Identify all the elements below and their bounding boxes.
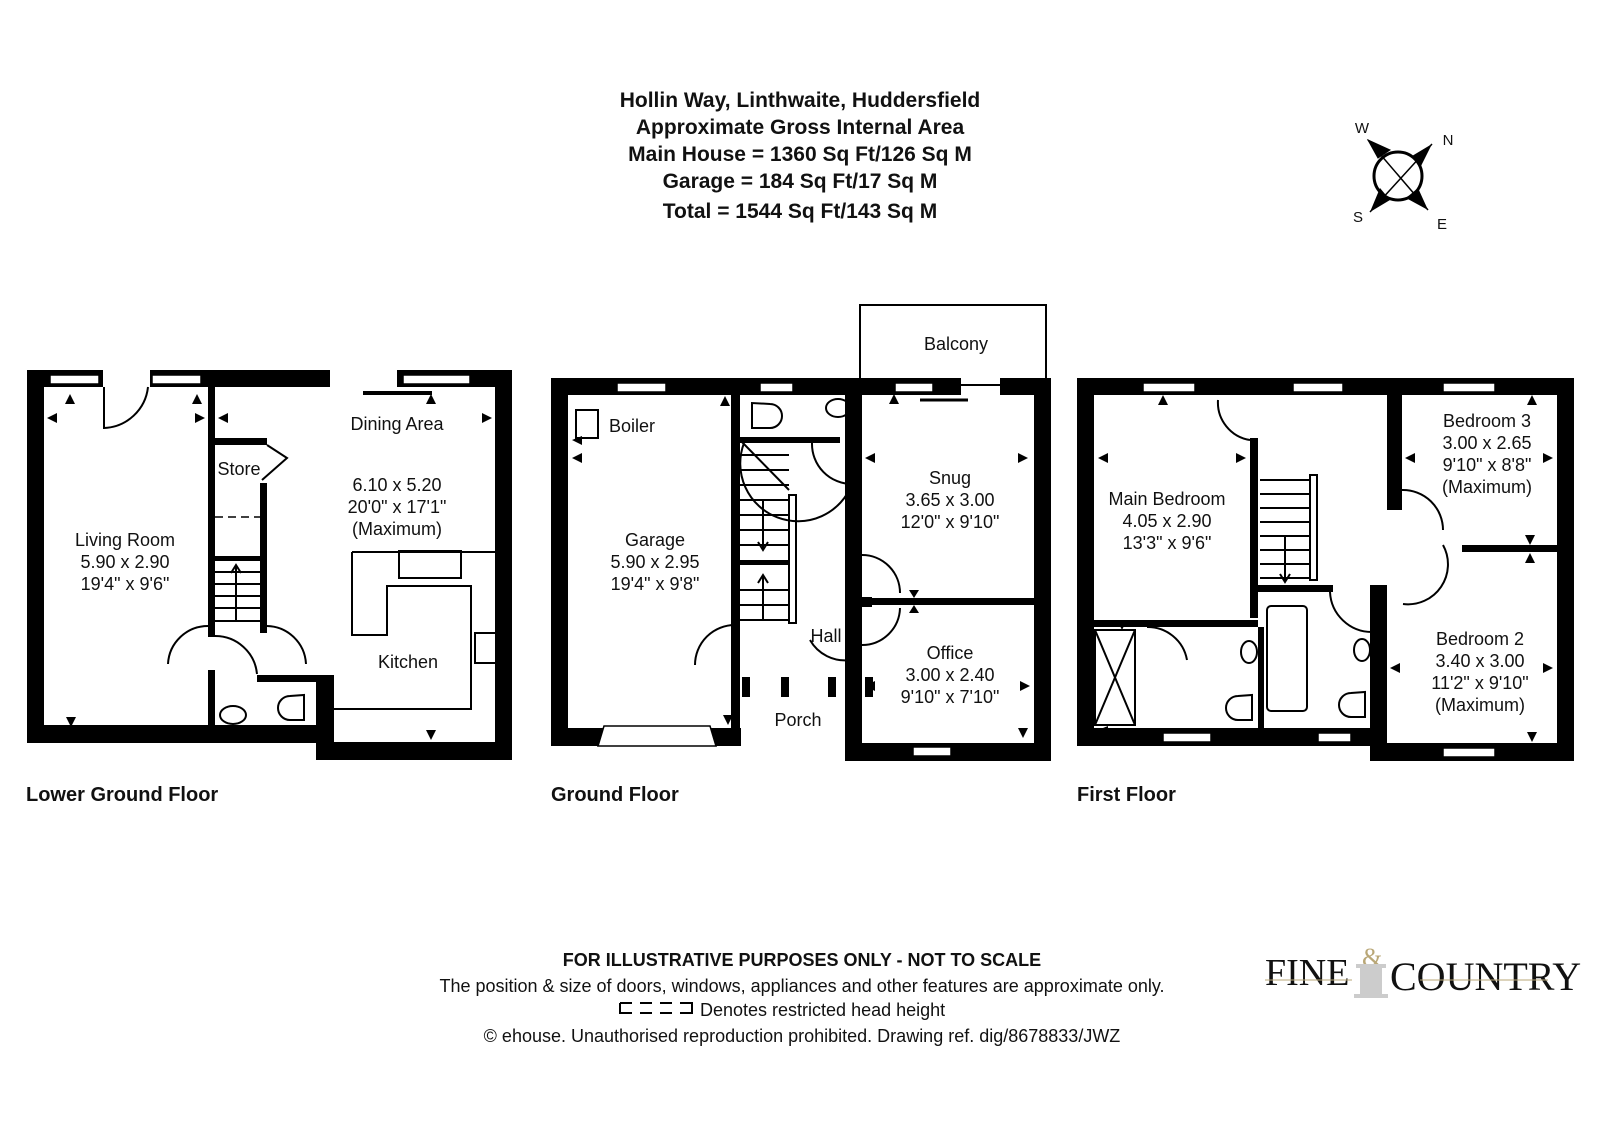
living-room-imperial: 19'4" x 9'6" <box>81 574 170 594</box>
garage-imperial: 19'4" x 9'8" <box>611 574 700 594</box>
hall-label: Hall <box>810 626 841 646</box>
bedroom-2-imperial: 11'2" x 9'10" <box>1431 673 1528 693</box>
compass-icon: W N S E <box>1353 120 1453 233</box>
main-bedroom-imperial: 13'3" x 9'6" <box>1123 533 1212 553</box>
first-floor-label: First Floor <box>1077 784 1176 806</box>
bedroom-2-metric: 3.40 x 3.00 <box>1435 651 1524 671</box>
garage-label: Garage <box>625 530 685 550</box>
compass-n: N <box>1443 132 1454 149</box>
bedroom-3-imperial: 9'10" x 8'8" <box>1443 455 1532 475</box>
bedroom-2-label: Bedroom 2 <box>1436 629 1524 649</box>
living-room-label: Living Room <box>75 530 175 550</box>
porch-label: Porch <box>774 710 821 730</box>
logo-fine: FINE <box>1265 952 1349 994</box>
bedroom-3-note: (Maximum) <box>1442 477 1532 497</box>
dining-area-metric: 6.10 x 5.20 <box>352 475 441 495</box>
bedroom-3-label: Bedroom 3 <box>1443 411 1531 431</box>
main-bedroom-metric: 4.05 x 2.90 <box>1122 511 1211 531</box>
column-icon <box>1354 964 1388 998</box>
office-label: Office <box>927 643 974 663</box>
lower-ground-floor-label: Lower Ground Floor <box>26 784 218 806</box>
dining-area-note: (Maximum) <box>352 519 442 539</box>
balcony-label: Balcony <box>924 334 988 354</box>
living-room-metric: 5.90 x 2.90 <box>80 552 169 572</box>
area-title: Approximate Gross Internal Area <box>636 116 965 139</box>
snug-label: Snug <box>929 468 971 488</box>
office-imperial: 9'10" x 7'10" <box>901 687 1000 707</box>
position-note: The position & size of doors, windows, a… <box>439 976 1164 996</box>
main-bedroom-label: Main Bedroom <box>1108 489 1225 509</box>
boiler-label: Boiler <box>609 416 655 436</box>
restricted-note: Denotes restricted head height <box>700 1000 945 1020</box>
office-metric: 3.00 x 2.40 <box>905 665 994 685</box>
arrow-markers <box>47 394 492 740</box>
ground-floor-plan: Balcony Boiler Garage 5.90 x 2.95 19'4" … <box>551 304 1051 806</box>
fine-and-country-logo: FINE & COUNTRY <box>1265 943 1581 999</box>
bedroom-3-metric: 3.00 x 2.65 <box>1442 433 1531 453</box>
lower-ground-floor-plan: Living Room 5.90 x 2.90 19'4" x 9'6" Sto… <box>26 370 512 806</box>
dining-area-label: Dining Area <box>350 414 444 434</box>
compass-e: E <box>1437 216 1447 233</box>
compass-s: S <box>1353 209 1363 226</box>
dining-area-imperial: 20'0" x 17'1" <box>348 497 447 517</box>
garage-area: Garage = 184 Sq Ft/17 Sq M <box>663 170 938 193</box>
address-title: Hollin Way, Linthwaite, Huddersfield <box>620 89 981 112</box>
ground-floor-label: Ground Floor <box>551 784 679 806</box>
total-area: Total = 1544 Sq Ft/143 Sq M <box>663 200 937 223</box>
copyright: © ehouse. Unauthorised reproduction proh… <box>484 1026 1121 1046</box>
first-floor-plan: Main Bedroom 4.05 x 2.90 13'3" x 9'6" Be… <box>1077 378 1574 806</box>
logo-country: COUNTRY <box>1390 954 1581 999</box>
garage-metric: 5.90 x 2.95 <box>610 552 699 572</box>
restricted-height-icon <box>619 1002 693 1014</box>
header: Hollin Way, Linthwaite, Huddersfield App… <box>620 89 981 223</box>
snug-imperial: 12'0" x 9'10" <box>901 512 1000 532</box>
compass-w: W <box>1355 120 1370 137</box>
snug-metric: 3.65 x 3.00 <box>905 490 994 510</box>
store-label: Store <box>217 459 260 479</box>
footer: FOR ILLUSTRATIVE PURPOSES ONLY - NOT TO … <box>439 950 1164 1046</box>
disclaimer: FOR ILLUSTRATIVE PURPOSES ONLY - NOT TO … <box>563 950 1041 970</box>
main-house-area: Main House = 1360 Sq Ft/126 Sq M <box>628 143 972 166</box>
bedroom-2-note: (Maximum) <box>1435 695 1525 715</box>
kitchen-label: Kitchen <box>378 652 438 672</box>
